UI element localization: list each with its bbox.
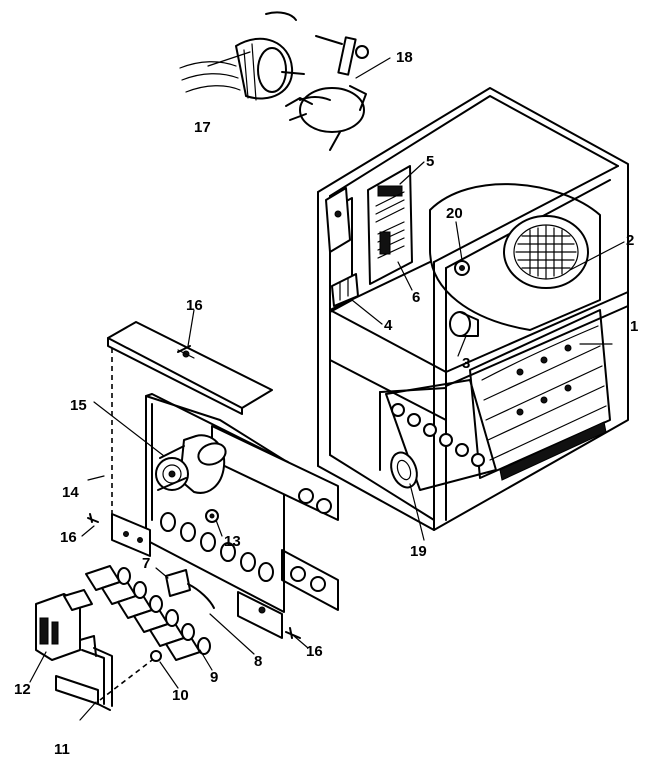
transformer — [325, 187, 351, 253]
callout-5: 5 — [426, 153, 434, 170]
callout-labels: 1 2 3 4 5 6 7 8 9 10 11 12 13 14 15 16 1… — [14, 49, 638, 758]
callout-7: 7 — [142, 555, 150, 572]
limit-switch — [454, 260, 470, 276]
callout-10: 10 — [172, 687, 189, 704]
burners — [85, 565, 211, 661]
callout-11: 11 — [54, 741, 70, 758]
flame-sensor — [205, 509, 219, 523]
callout-6: 6 — [412, 289, 420, 306]
inducer-motor — [155, 434, 227, 494]
motor-mount-bracket — [285, 35, 369, 151]
callout-18: 18 — [396, 49, 413, 66]
callout-20: 20 — [446, 205, 463, 222]
callout-19: 19 — [410, 543, 427, 560]
callout-15: 15 — [70, 397, 87, 414]
rollout-switch — [390, 451, 418, 489]
gas-valve — [35, 589, 97, 661]
callout-8: 8 — [254, 653, 262, 670]
blower-motor — [179, 11, 305, 101]
callout-16-left: 16 — [60, 529, 77, 546]
callout-1: 1 — [630, 318, 638, 335]
callout-9: 9 — [210, 669, 218, 686]
bracket-left — [111, 513, 151, 557]
screws — [87, 345, 301, 639]
capacitor — [449, 311, 479, 337]
callout-12: 12 — [14, 681, 31, 698]
top-cover-panel — [107, 321, 273, 415]
heat-exchanger — [469, 309, 611, 481]
callout-16-top: 16 — [186, 297, 203, 314]
leader-lines — [29, 51, 625, 721]
burner-ports — [160, 512, 274, 582]
blower-housing — [429, 183, 601, 331]
callout-17: 17 — [194, 119, 211, 136]
burner-box-frame — [145, 393, 289, 613]
furnace-cabinet — [317, 87, 629, 531]
igniter — [165, 569, 215, 609]
door-switch — [331, 273, 359, 307]
callout-2: 2 — [626, 232, 634, 249]
callout-3: 3 — [462, 355, 470, 372]
callout-4: 4 — [384, 317, 393, 334]
orifice — [150, 650, 162, 662]
callout-14: 14 — [62, 484, 79, 501]
control-board — [367, 165, 413, 285]
callout-16-right: 16 — [306, 643, 323, 660]
callout-13: 13 — [224, 533, 241, 550]
bracket-right — [237, 591, 283, 639]
gas-pipe — [55, 647, 113, 711]
